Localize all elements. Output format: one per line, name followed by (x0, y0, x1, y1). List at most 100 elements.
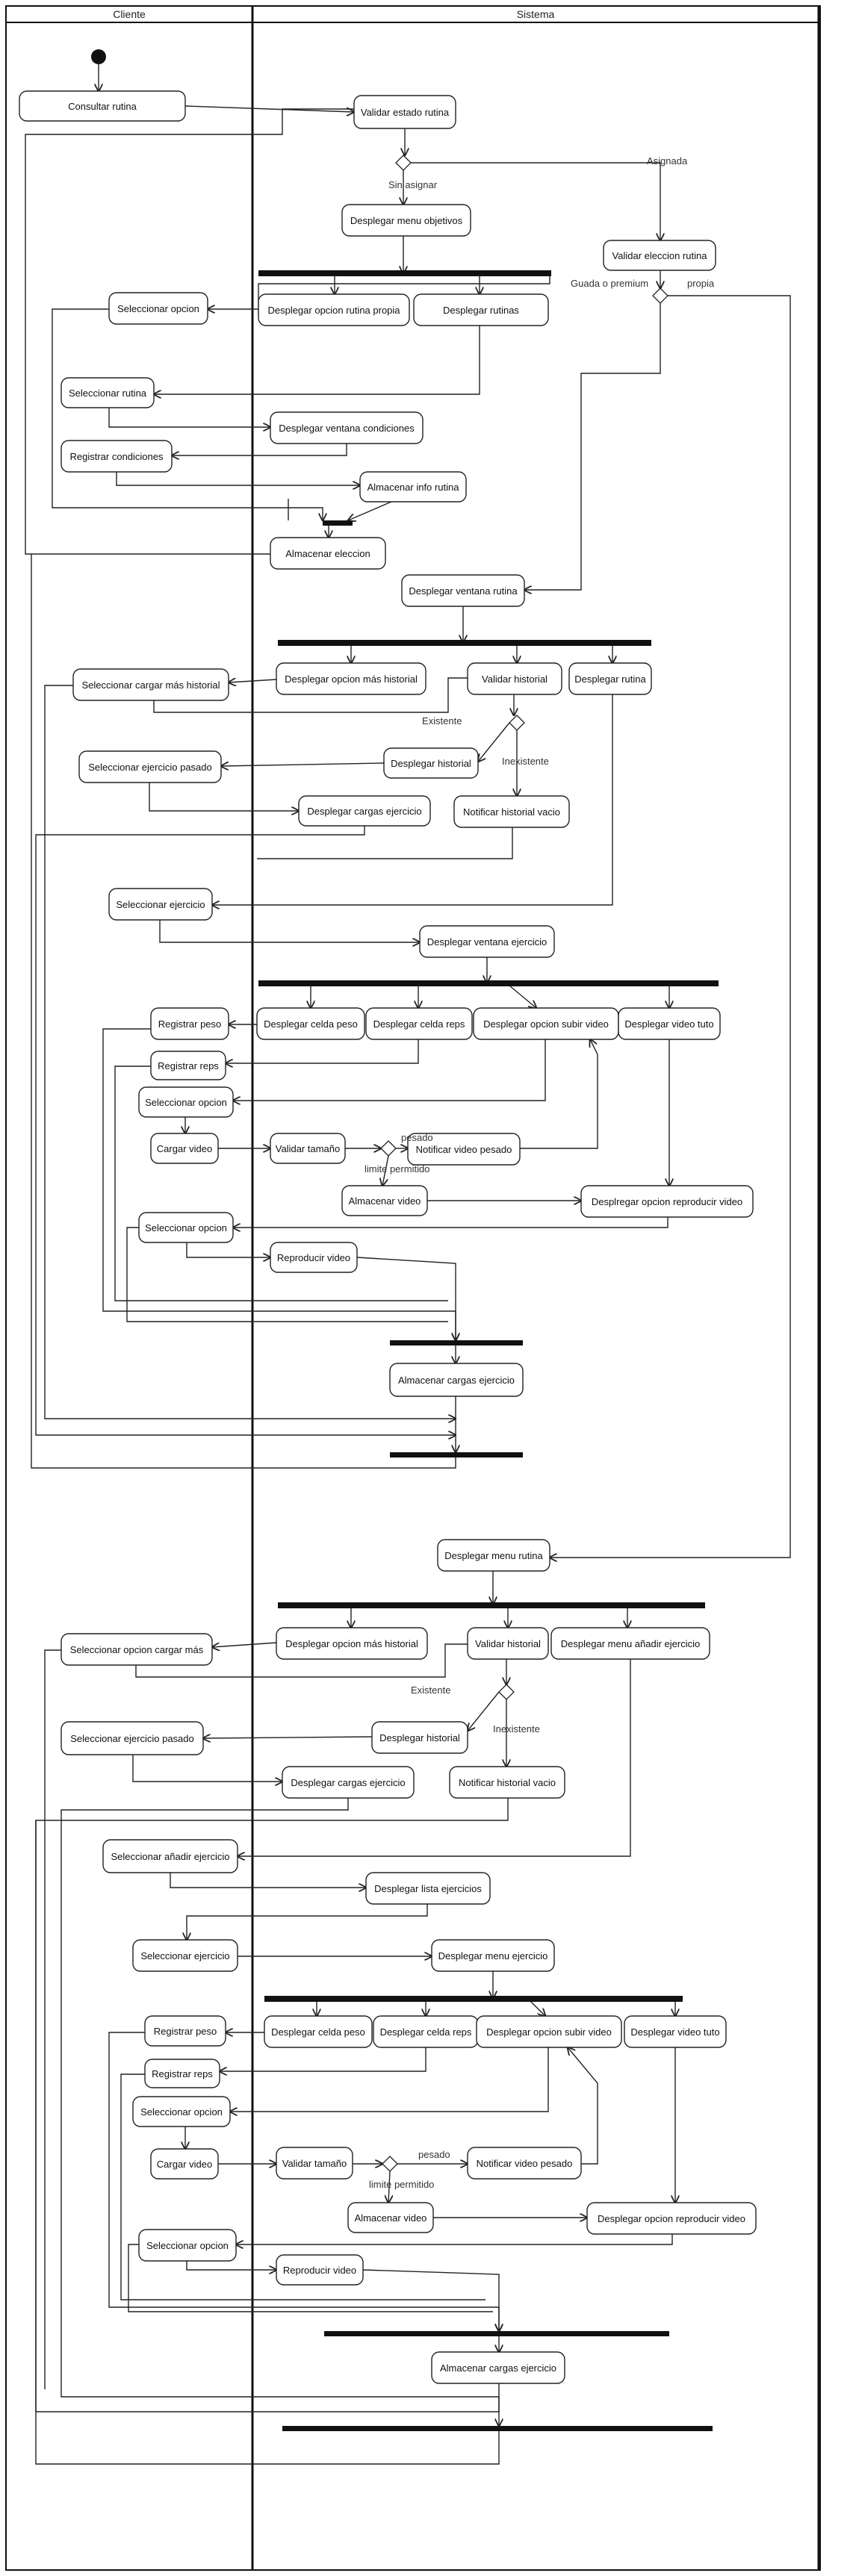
flow-edge (524, 303, 661, 590)
action-node-validar-historial-2: Validar historial (467, 1627, 549, 1660)
action-box (258, 293, 410, 326)
action-node-validar-historial-1: Validar historial (467, 662, 562, 695)
action-box (365, 1872, 491, 1905)
flow-edge (236, 2234, 673, 2244)
flow-edge (114, 1065, 448, 1301)
action-label: Seleccionar ejercicio pasado (70, 1733, 193, 1744)
action-box (407, 1133, 521, 1166)
decision-estado-rutina (395, 155, 412, 171)
action-box (371, 1721, 468, 1754)
action-label: Desplegar opcion subir video (483, 1018, 609, 1030)
decision-tamano-2 (382, 2156, 398, 2172)
flow-edge (520, 1039, 598, 1149)
action-node-seleccionar-opcion-5: Seleccionar opcion (138, 2229, 237, 2262)
action-node-almacenar-video-1: Almacenar video (341, 1185, 428, 1216)
action-node-desplegar-menu-rutina: Desplegar menu rutina (437, 1539, 550, 1572)
action-label: Seleccionar cargar más historial (82, 679, 220, 691)
action-box (270, 1242, 358, 1273)
action-node-seleccionar-opcion-4: Seleccionar opcion (132, 2096, 231, 2127)
action-label: Desplegar video tuto (624, 1018, 713, 1030)
action-label: Seleccionar añadir ejercicio (111, 1851, 230, 1862)
fork-bar-5 (264, 1996, 683, 2002)
action-label: Desplegar celda reps (373, 1018, 465, 1030)
action-node-seleccionar-cargar-mas-historial: Seleccionar cargar más historial (72, 668, 229, 701)
flow-edge (35, 1820, 500, 2465)
decision-historial-1 (509, 715, 525, 731)
action-box (108, 292, 208, 325)
action-label: Seleccionar rutina (69, 388, 147, 399)
action-box (586, 2202, 757, 2235)
flow-edge (153, 677, 468, 713)
action-label: Desplegar opcion rutina propia (267, 305, 400, 316)
action-node-desplegar-opcion-mas-historial-2: Desplegar opcion más historial (276, 1627, 428, 1660)
action-label: Validar historial (482, 673, 547, 685)
flow-edge (25, 108, 354, 555)
action-label: Validar tamaño (282, 2158, 347, 2169)
flow-edge (233, 1217, 668, 1228)
action-node-registrar-condiciones: Registrar condiciones (61, 440, 173, 473)
action-node-almacenar-video-2: Almacenar video (347, 2202, 434, 2233)
action-label: Desplegar opcion subir video (486, 2026, 612, 2038)
action-label: Reproducir video (277, 1252, 350, 1263)
flow-edge (126, 1227, 448, 1322)
action-label: Desplegar celda peso (271, 2026, 365, 2038)
action-label: Desplegar opcion más historial (285, 1638, 418, 1649)
action-box (256, 1007, 365, 1040)
action-node-reproducir-video-1: Reproducir video (270, 1242, 358, 1273)
action-box (72, 668, 229, 701)
action-box (419, 925, 555, 958)
flow-edge (233, 1039, 546, 1101)
flow-edge (186, 1242, 270, 1257)
action-box (437, 1539, 550, 1572)
action-node-desplegar-video-tuto-2: Desplegar video tuto (624, 2015, 727, 2048)
action-box (270, 537, 386, 570)
action-box (78, 750, 222, 783)
flow-edges (25, 64, 791, 2465)
action-box (431, 1939, 555, 1972)
flow-edge (135, 1643, 468, 1678)
action-label: Reproducir video (283, 2265, 356, 2276)
flow-edge (382, 1155, 389, 1186)
flow-edge (184, 105, 354, 112)
action-box (276, 2254, 364, 2286)
flow-edge (31, 554, 456, 1469)
action-box (150, 1133, 219, 1164)
action-label: Seleccionar ejercicio pasado (88, 762, 211, 773)
action-label: Seleccionar opcion (145, 1222, 227, 1233)
flow-edge (52, 308, 323, 520)
action-node-seleccionar-ejercicio-pasado-1: Seleccionar ejercicio pasado (78, 750, 222, 783)
action-label: Notificar historial vacio (459, 1777, 556, 1788)
flow-edge (212, 1642, 277, 1647)
action-box (61, 1721, 204, 1755)
action-box (389, 1363, 524, 1397)
flow-edge (411, 162, 660, 240)
flow-edge (159, 920, 420, 942)
action-node-desplegar-menu-ejercicio: Desplegar menu ejercicio (431, 1939, 555, 1972)
action-label: Seleccionar opcion (140, 2106, 223, 2118)
action-box (467, 2147, 582, 2180)
action-label: Seleccionar opcion (145, 1097, 227, 1108)
decision-eleccion-rutina (652, 287, 668, 304)
action-box (298, 795, 431, 827)
action-node-despregar-opcion-reproducir-video: Desplregar opcion reproducir video (580, 1185, 754, 1218)
join-bar-5 (282, 2426, 713, 2431)
action-box (580, 1185, 754, 1218)
flow-edge (221, 763, 385, 766)
action-box (453, 795, 570, 828)
action-label: Desplegar celda peso (264, 1018, 358, 1030)
action-box (264, 2015, 373, 2048)
action-node-seleccionar-ejercicio-1: Seleccionar ejercicio (108, 888, 213, 921)
action-label: Almacenar eleccion (285, 548, 370, 559)
action-box (138, 2229, 237, 2262)
action-node-validar-estado-rutina: Validar estado rutina (353, 95, 456, 129)
action-label: Registrar reps (152, 2068, 213, 2079)
action-box (353, 95, 456, 129)
flow-edge (362, 2269, 499, 2331)
flow-edge (257, 827, 513, 859)
flow-edge (226, 1039, 419, 1063)
join-bar-2 (390, 1340, 523, 1345)
flow-edge (44, 1649, 61, 2389)
action-box (138, 1086, 234, 1118)
action-label: Desplegar video tuto (630, 2026, 719, 2038)
